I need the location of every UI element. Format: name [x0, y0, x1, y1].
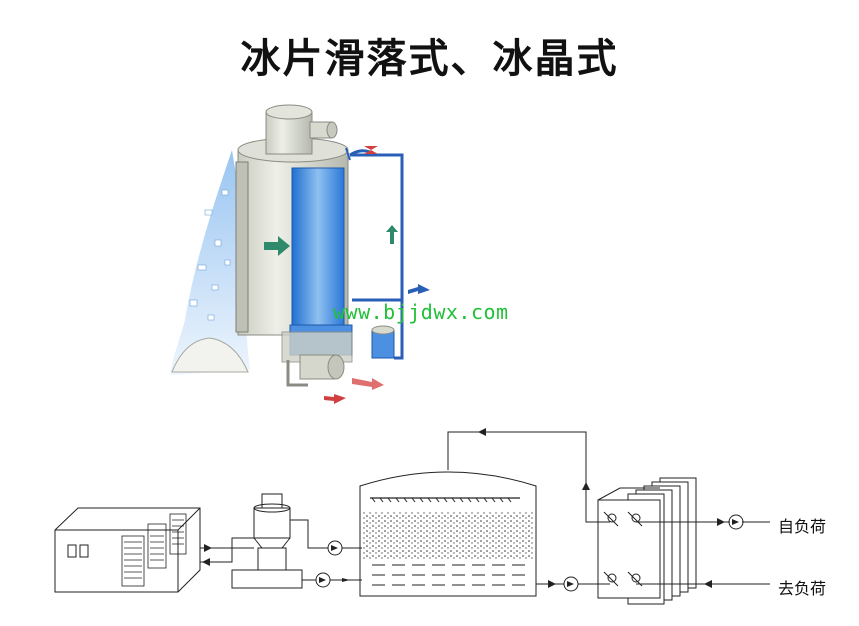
pump-3	[563, 576, 579, 592]
piping	[200, 431, 770, 587]
page-title: 冰片滑落式、冰晶式	[240, 35, 619, 82]
watermark: www.bjjdwx.com	[333, 300, 509, 324]
from-load-label: 自负荷	[778, 517, 827, 536]
in-arrow-blue	[408, 284, 430, 294]
flow-arrow-green	[264, 236, 290, 256]
flow-arrows	[202, 428, 739, 588]
pump-2	[315, 572, 331, 588]
ice-generator	[231, 493, 303, 589]
ice-slurry-fill	[362, 512, 534, 560]
pump-4	[728, 514, 744, 530]
pump-1	[327, 540, 343, 556]
expansion-valve	[364, 146, 378, 154]
to-load-label: 去负荷	[778, 579, 827, 598]
ice-flakes	[189, 189, 231, 321]
scraper-blade	[235, 161, 249, 333]
condensing-unit	[54, 507, 201, 593]
ice-storage-tank	[359, 471, 537, 597]
ice-wall-cutaway	[291, 167, 345, 329]
out-arrow-red	[352, 378, 384, 390]
in-arrow-red	[324, 394, 346, 404]
falling-ice-stream	[170, 150, 250, 375]
ice-pile	[171, 337, 249, 373]
refrigerant-loop	[350, 153, 404, 360]
plate-heat-exchanger	[597, 477, 697, 605]
up-arrow-green	[386, 225, 398, 244]
